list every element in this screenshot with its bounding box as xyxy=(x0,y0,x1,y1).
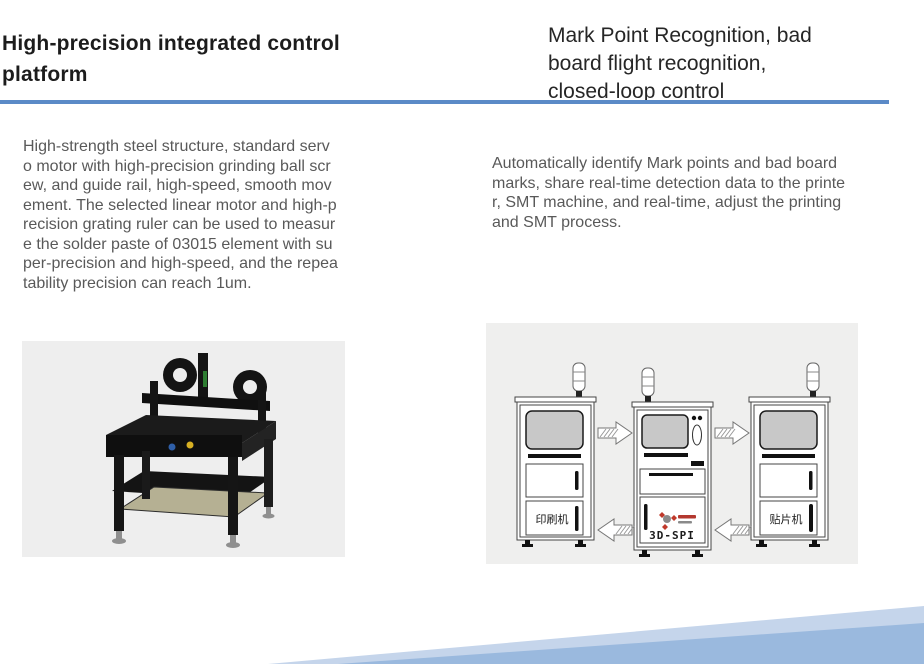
machine-cabinet-mounter: 贴片机 xyxy=(748,362,831,547)
signal-tower-icon xyxy=(806,362,820,392)
cabinet-screen xyxy=(641,414,689,449)
table-top xyxy=(106,415,276,461)
door-handle xyxy=(575,506,579,531)
machine-cabinet-printer: 印刷机 xyxy=(514,362,597,547)
medium-blue-wedge xyxy=(338,623,924,664)
tower-stem xyxy=(810,391,816,397)
cabinet-label: 3D-SPI xyxy=(649,529,695,542)
cabinet-feet xyxy=(756,540,820,547)
side-block xyxy=(691,461,704,466)
cabinet-screen xyxy=(759,410,818,450)
wedge-svg xyxy=(268,606,924,664)
process-diagram: 印刷机 xyxy=(486,323,858,564)
machine-illustration xyxy=(106,353,276,548)
left-paragraph: High-strength steel structure, standard … xyxy=(23,138,338,292)
yellow-knob xyxy=(186,441,194,449)
keyboard-bar xyxy=(528,454,581,458)
tower-stem xyxy=(645,396,651,402)
drawer-handle xyxy=(575,471,579,490)
table-legs xyxy=(114,439,273,535)
keyboard-bar xyxy=(644,453,688,457)
left-heading: High-precision integrated control platfo… xyxy=(2,32,340,87)
button-dot xyxy=(691,415,697,421)
blue-knob xyxy=(168,443,176,451)
door-handle xyxy=(644,504,648,530)
signal-tower-icon xyxy=(572,362,586,392)
drawer-slot xyxy=(649,473,693,476)
right-heading: Mark Point Recognition, bad board flight… xyxy=(548,24,812,104)
cabinet-feet xyxy=(522,540,586,547)
drawer-handle xyxy=(809,471,813,490)
print-head xyxy=(198,353,208,405)
cabinet-label: 贴片机 xyxy=(770,512,803,526)
diagram-svg: 印刷机 xyxy=(514,362,831,557)
flow-arrow-left-icon xyxy=(597,518,635,542)
flow-arrow-right-icon xyxy=(714,421,750,445)
cabinet-screen xyxy=(525,410,584,450)
left-column xyxy=(150,381,158,437)
flow-arrow-right-icon xyxy=(597,421,633,445)
cross-beam xyxy=(142,393,270,411)
machine-cabinet-3d-spi: 3D-SPI xyxy=(631,367,714,557)
flow-arrow-left-icon xyxy=(714,518,752,542)
right-paragraph: Automatically identify Mark points and b… xyxy=(492,155,846,231)
bottom-decoration xyxy=(0,594,924,664)
cabinet-label: 印刷机 xyxy=(536,512,569,526)
leveling-feet xyxy=(112,507,275,548)
machine-photo xyxy=(22,341,345,557)
button-dot xyxy=(697,415,703,421)
signal-tower-icon xyxy=(641,367,655,397)
cabinet-feet xyxy=(639,550,703,557)
keyboard-bar xyxy=(762,454,815,458)
tower-stem xyxy=(576,391,582,397)
door-handle xyxy=(809,504,813,532)
right-column xyxy=(258,389,266,441)
header-divider-rule xyxy=(0,100,889,104)
spi-logo-icon xyxy=(659,512,696,530)
oval-handle xyxy=(692,424,702,446)
gantry-arms xyxy=(163,358,267,404)
